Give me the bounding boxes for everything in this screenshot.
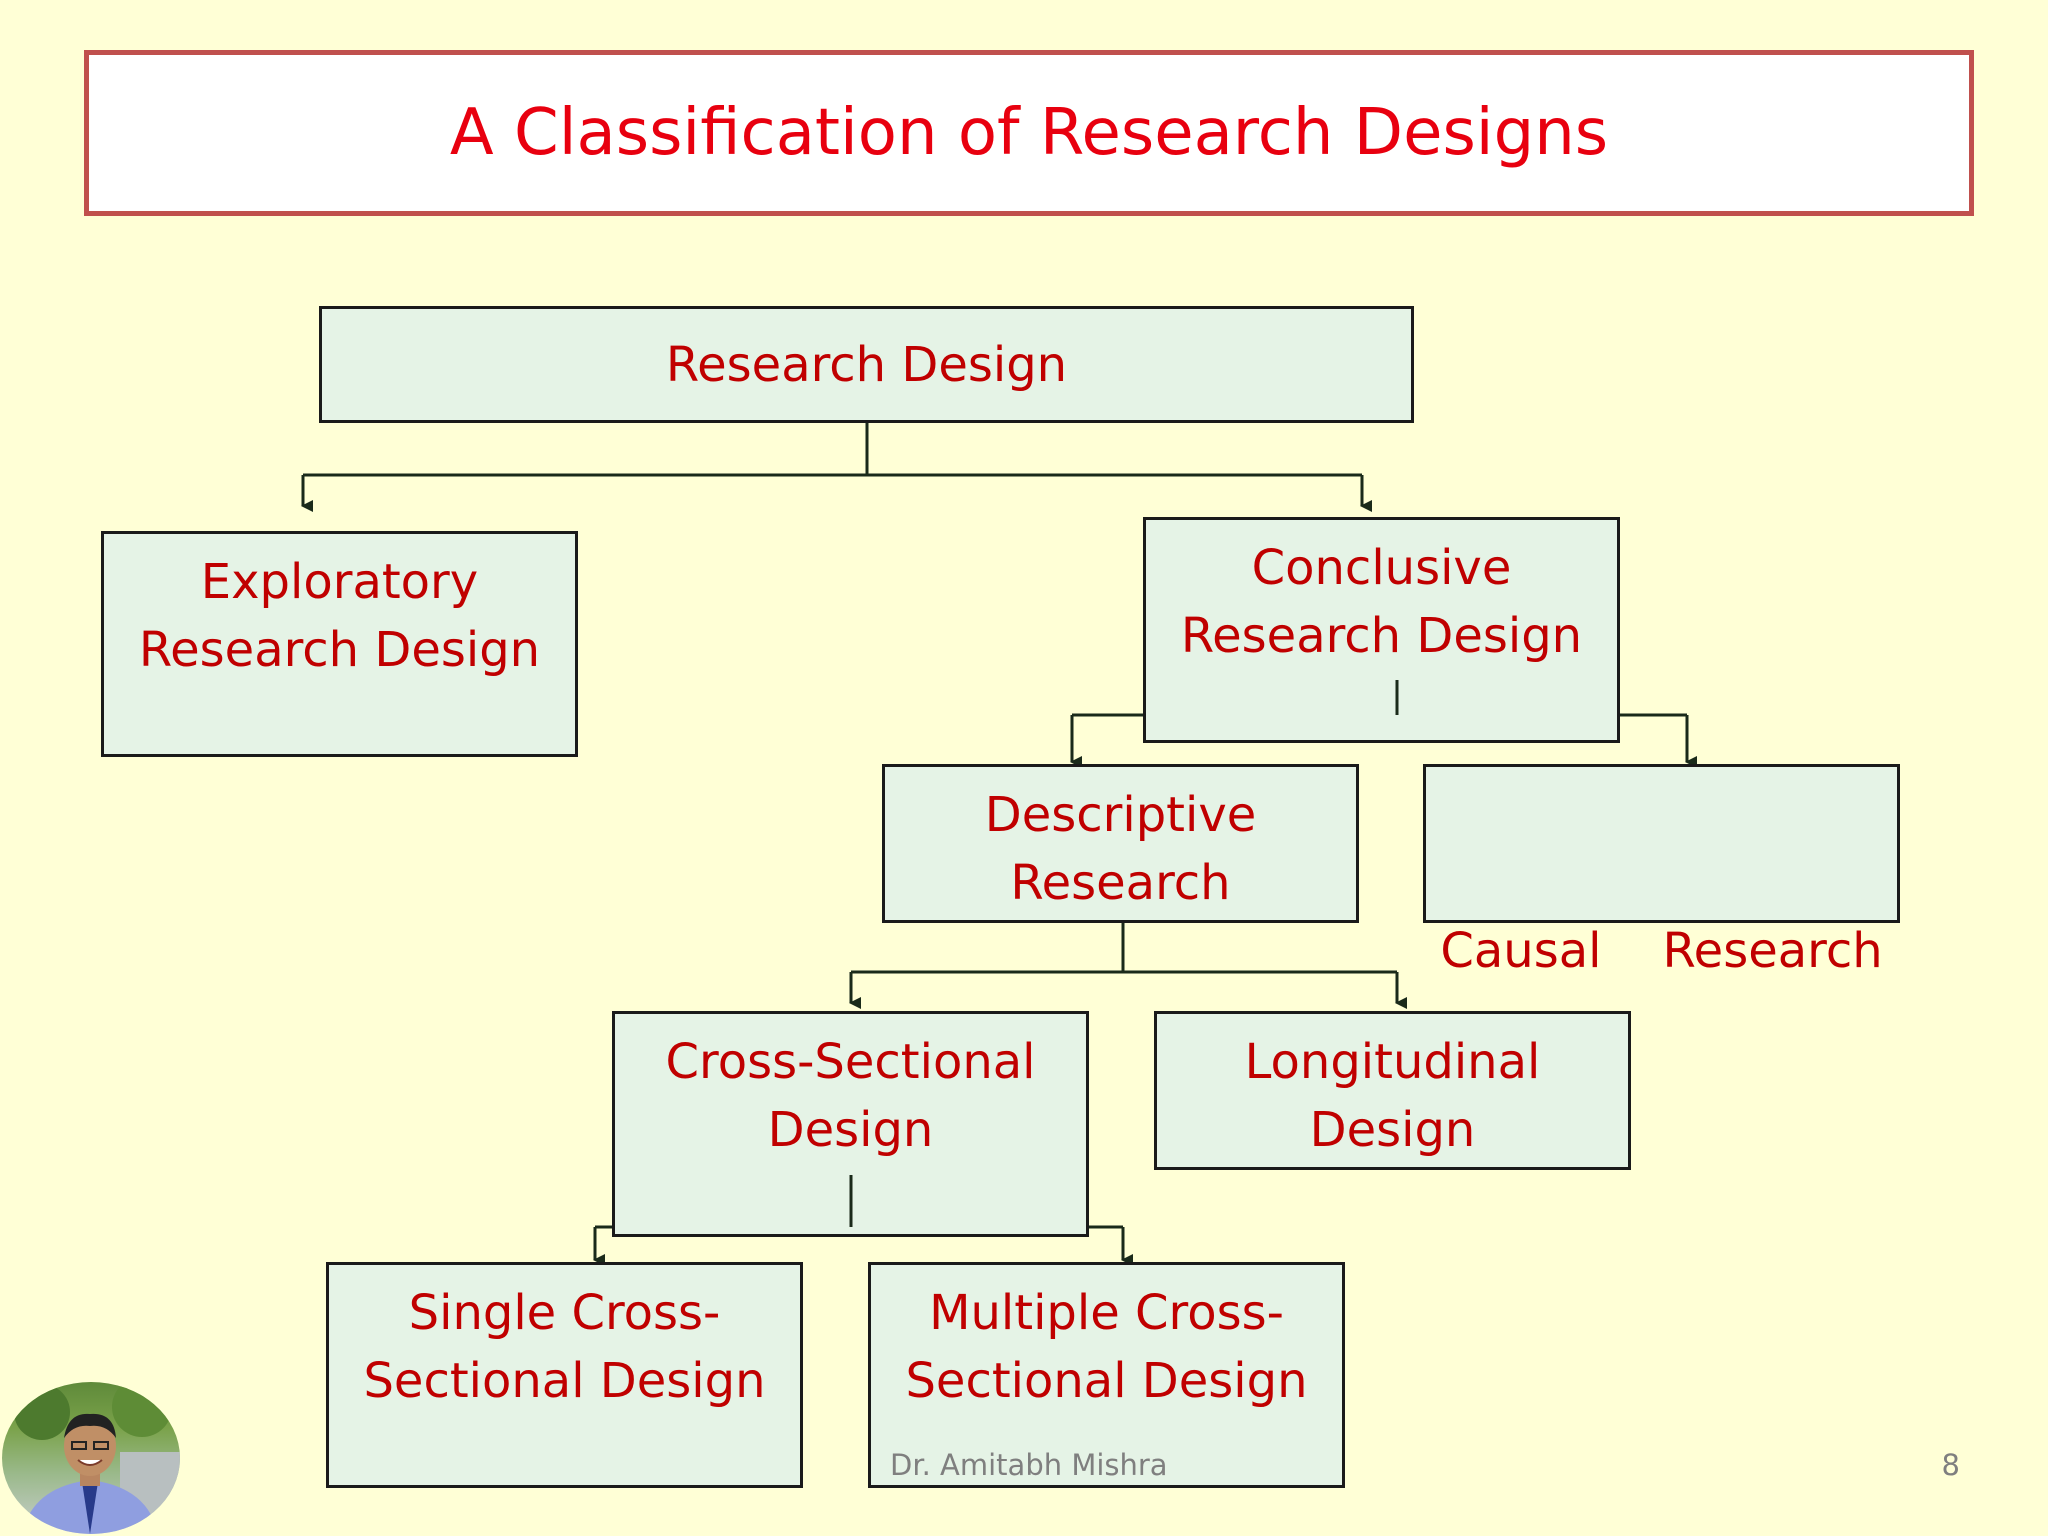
- node-multiple-cross-label: Multiple Cross- Sectional Design: [905, 1285, 1308, 1409]
- node-causal-label: Causal Research: [1440, 923, 1883, 979]
- footer-author: Dr. Amitabh Mishra: [890, 1448, 1168, 1482]
- node-descriptive-label: Descriptive Research: [984, 787, 1257, 911]
- node-single-cross-label: Single Cross- Sectional Design: [363, 1285, 766, 1409]
- presenter-photo-icon: [14, 1382, 180, 1534]
- node-exploratory-label: Exploratory Research Design: [138, 554, 541, 678]
- node-multiple-cross-sectional-design: Multiple Cross- Sectional Design: [868, 1262, 1345, 1488]
- node-causal-research: Causal Research: [1423, 764, 1900, 979]
- node-cross-sectional-label: Cross-Sectional Design: [665, 1034, 1036, 1158]
- page-number: 8: [1941, 1448, 1960, 1482]
- node-conclusive-research-design: Conclusive Research Design: [1143, 517, 1620, 743]
- node-longitudinal-design: Longitudinal Design: [1154, 1011, 1631, 1170]
- node-single-cross-sectional-design: Single Cross- Sectional Design: [326, 1262, 803, 1488]
- node-research-design: Research Design: [319, 306, 1414, 423]
- node-exploratory-research-design: Exploratory Research Design: [101, 531, 578, 757]
- node-cross-sectional-design: Cross-Sectional Design: [612, 1011, 1089, 1237]
- node-conclusive-label: Conclusive Research Design: [1180, 540, 1583, 664]
- presenter-avatar: [2, 1382, 180, 1534]
- slide-title: A Classification of Research Designs: [449, 96, 1609, 170]
- node-longitudinal-label: Longitudinal Design: [1244, 1034, 1541, 1158]
- slide-title-box: A Classification of Research Designs: [84, 50, 1974, 216]
- node-descriptive-research: Descriptive Research: [882, 764, 1359, 923]
- node-research-design-label: Research Design: [665, 337, 1068, 393]
